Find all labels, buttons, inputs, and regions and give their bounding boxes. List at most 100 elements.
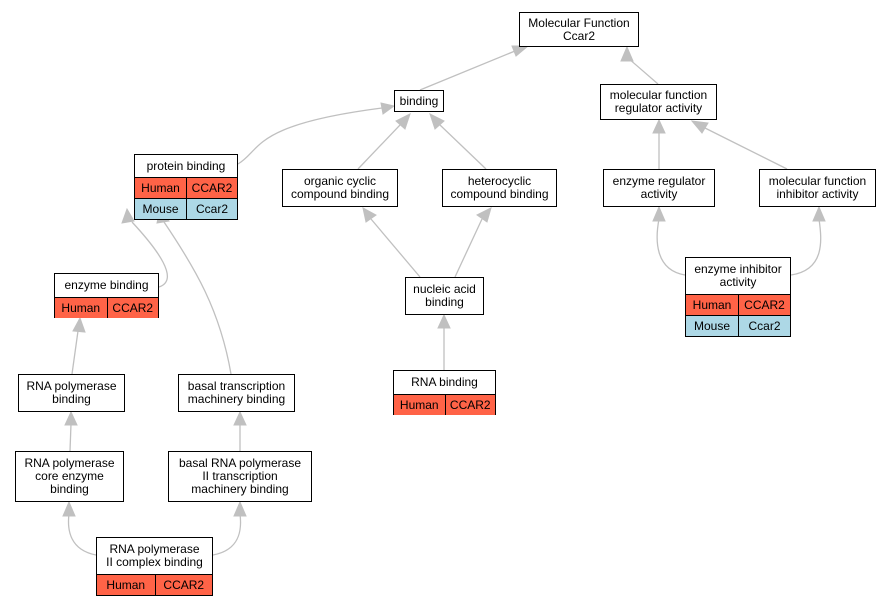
arrowhead-icon: [233, 500, 247, 517]
annotation-row-mouse: Mouse Ccar2: [135, 198, 237, 219]
node-enzyme-inhibitor-activity[interactable]: enzyme inhibitor activity Human CCAR2 Mo…: [685, 257, 791, 337]
species-cell: Mouse: [142, 202, 179, 216]
node-label: basal transcription machinery binding: [187, 379, 286, 406]
node-label: enzyme regulator activity: [612, 174, 706, 201]
annotation-row-mouse: Mouse Ccar2: [686, 315, 790, 336]
edge-line: [237, 107, 383, 165]
node-label: basal RNA polymerase II transcription ma…: [178, 456, 302, 496]
node-rna-polymerase-binding[interactable]: RNA polymerase binding: [18, 374, 125, 412]
edge-line: [67, 513, 97, 556]
edge-nucleic-acid-to-organic-cyclic: [362, 207, 421, 278]
node-label: protein binding: [146, 158, 226, 173]
gene-cell: CCAR2: [154, 575, 213, 595]
arrowhead-icon: [812, 205, 826, 222]
node-rna-binding[interactable]: RNA binding Human CCAR2: [393, 370, 496, 415]
edge-enzyme-regulator-to-mf-regulator-activity: [652, 118, 666, 169]
edge-organic-cyclic-to-binding: [357, 113, 411, 170]
node-molecular-function[interactable]: Molecular Function Ccar2: [519, 12, 639, 47]
arrowhead-icon: [511, 45, 530, 57]
arrowhead-icon: [395, 113, 411, 130]
species-cell: Human: [399, 398, 439, 412]
edge-enzyme-inhibitor-to-enzyme-regulator: [652, 205, 686, 276]
node-label: molecular function inhibitor activity: [768, 174, 867, 201]
arrowhead-icon: [690, 120, 709, 134]
arrowhead-icon: [429, 113, 445, 130]
edge-enzyme-binding-to-protein-binding: [121, 207, 168, 288]
node-label: binding: [399, 93, 439, 108]
edge-line: [370, 218, 421, 278]
node-label: heterocyclic compound binding: [450, 174, 549, 201]
node-label: RNA binding: [411, 375, 478, 389]
arrowhead-icon: [380, 102, 396, 115]
node-label: Molecular Function Ccar2: [528, 15, 630, 43]
gene-cell: CCAR2: [106, 298, 159, 318]
node-label: organic cyclic compound binding: [290, 174, 390, 201]
node-nucleic-acid-binding[interactable]: nucleic acid binding: [405, 277, 484, 315]
node-rna-polymerase-ii-complex-binding[interactable]: RNA polymerase II complex binding Human …: [96, 537, 213, 596]
node-organic-cyclic-compound-binding[interactable]: organic cyclic compound binding: [282, 169, 398, 207]
edge-line: [212, 513, 242, 556]
node-basal-rna-polymerase-ii-transcription-machinery-binding[interactable]: basal RNA polymerase II transcription ma…: [168, 451, 312, 502]
node-basal-transcription-machinery-binding[interactable]: basal transcription machinery binding: [178, 374, 295, 412]
edge-line: [627, 57, 659, 85]
species-cell: Human: [141, 181, 180, 195]
edge-protein-binding-to-binding: [237, 102, 396, 165]
annotation-row-human: Human CCAR2: [55, 297, 158, 318]
node-label: molecular function regulator activity: [609, 88, 708, 115]
edge-line: [790, 218, 822, 276]
arrowhead-icon: [121, 207, 135, 224]
species-cell: Human: [61, 301, 101, 315]
edge-line: [656, 218, 686, 276]
node-label: RNA polymerase II complex binding: [106, 542, 203, 569]
edge-mf-inhibitor-to-mf-regulator-activity: [690, 120, 788, 170]
edge-line: [357, 124, 401, 170]
arrowhead-icon: [72, 316, 86, 333]
edge-rna-binding-to-nucleic-acid: [437, 313, 451, 370]
edge-line: [704, 127, 788, 170]
arrowhead-icon: [62, 500, 76, 517]
gene-cell: CCAR2: [738, 295, 790, 315]
arrowhead-icon: [620, 45, 634, 62]
node-rna-polymerase-core-enzyme-binding[interactable]: RNA polymerase core enzyme binding: [15, 451, 124, 502]
annotation-row-human: Human CCAR2: [97, 574, 212, 595]
edge-line: [419, 50, 516, 91]
node-enzyme-regulator-activity[interactable]: enzyme regulator activity: [603, 169, 715, 207]
species-cell: Human: [106, 578, 146, 592]
arrowhead-icon: [233, 410, 247, 426]
arrowhead-icon: [652, 118, 666, 134]
edge-mf-regulator-activity-to-molecular-function: [620, 45, 659, 85]
arrowhead-icon: [652, 205, 666, 222]
node-label: nucleic acid binding: [413, 282, 476, 309]
arrowhead-icon: [437, 313, 451, 329]
edge-line: [131, 221, 168, 288]
edge-nucleic-acid-to-heterocyclic: [454, 207, 492, 278]
annotation-row-human: Human CCAR2: [135, 177, 237, 198]
node-protein-binding[interactable]: protein binding Human CCAR2 Mouse Ccar2: [134, 154, 238, 220]
gene-cell: Ccar2: [186, 199, 237, 219]
node-mf-regulator-activity[interactable]: molecular function regulator activity: [600, 84, 717, 120]
edge-rna-pol-ii-complex-to-basal-rna-pol-ii: [212, 500, 247, 556]
node-label: enzyme binding: [64, 278, 149, 292]
edge-rna-pol-binding-to-enzyme-binding: [71, 316, 86, 375]
arrowhead-icon: [64, 410, 78, 426]
species-cell: Human: [692, 298, 732, 312]
node-label: RNA polymerase core enzyme binding: [24, 456, 115, 496]
edge-enzyme-inhibitor-to-mf-inhibitor: [790, 205, 826, 276]
node-heterocyclic-compound-binding[interactable]: heterocyclic compound binding: [442, 169, 557, 207]
node-binding[interactable]: binding: [394, 90, 444, 112]
edge-line: [439, 124, 487, 170]
edge-basal-rna-pol-ii-to-basal-transcription: [233, 410, 247, 451]
node-mf-inhibitor-activity[interactable]: molecular function inhibitor activity: [759, 169, 876, 207]
annotation-row-human: Human CCAR2: [394, 394, 495, 415]
edge-line: [71, 330, 79, 375]
gene-cell: CCAR2: [186, 178, 237, 198]
species-cell: Mouse: [693, 319, 731, 333]
node-label: enzyme inhibitor activity: [694, 262, 782, 289]
edge-rna-pol-core-to-rna-pol-binding: [64, 410, 78, 452]
edge-line: [69, 423, 72, 452]
edge-line: [163, 221, 232, 375]
gene-cell: CCAR2: [444, 395, 496, 415]
node-enzyme-binding[interactable]: enzyme binding Human CCAR2: [54, 273, 159, 318]
edge-heterocyclic-to-binding: [429, 113, 487, 170]
